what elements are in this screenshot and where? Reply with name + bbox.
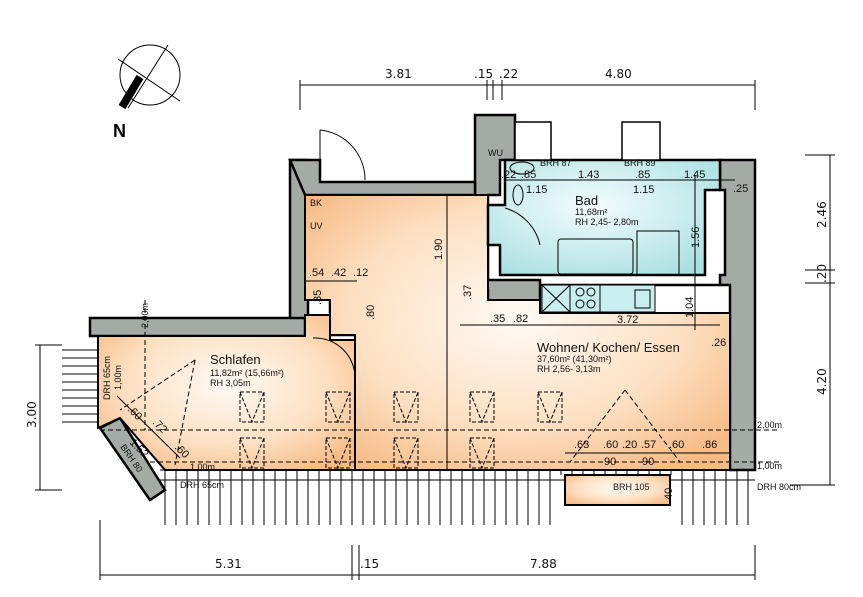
svg-text:.57: .57 bbox=[641, 439, 656, 451]
dimension-lines bbox=[35, 80, 835, 580]
svg-text:.86: .86 bbox=[702, 439, 717, 451]
svg-text:1.15: 1.15 bbox=[633, 184, 654, 196]
skylight-marker bbox=[537, 391, 563, 424]
svg-text:1.45: 1.45 bbox=[684, 169, 705, 181]
dim-top-2: .15 bbox=[474, 67, 493, 81]
svg-text:40: 40 bbox=[663, 488, 675, 500]
skylight-marker bbox=[469, 391, 495, 424]
room-height: RH 2,56- 3,13m bbox=[537, 364, 601, 374]
svg-text:1.43: 1.43 bbox=[578, 169, 599, 181]
room-area: 11,82m² (15,66m²) bbox=[210, 368, 284, 378]
label-1m-left: 1,00m bbox=[113, 365, 123, 390]
svg-text:90: 90 bbox=[604, 456, 616, 468]
room-area: 37,60m² (41,30m²) bbox=[537, 354, 612, 364]
svg-text:.85: .85 bbox=[521, 169, 536, 181]
svg-text:.26: .26 bbox=[711, 337, 726, 349]
room-wohnen: Wohnen/ Kochen/ Essen 37,60m² (41,30m²) … bbox=[537, 340, 680, 374]
floor-bedroom bbox=[97, 314, 356, 471]
bath-window bbox=[621, 121, 661, 161]
kitchen-dimensions: .35 .82 3.72 1.04 .26 bbox=[490, 297, 726, 349]
room-name: Schlafen bbox=[210, 352, 261, 367]
skylight-marker bbox=[239, 437, 265, 470]
room-area: 11,68m² bbox=[575, 207, 607, 217]
dim-right-1: 2.46 bbox=[815, 201, 829, 228]
skylight-marker bbox=[239, 391, 265, 424]
kitchen-counter bbox=[541, 284, 656, 313]
svg-text:.25: .25 bbox=[733, 183, 748, 195]
dim-bottom-3: 7.88 bbox=[530, 557, 557, 571]
svg-text:1.90: 1.90 bbox=[433, 239, 445, 260]
entrance-door[interactable] bbox=[319, 129, 366, 182]
svg-text:.35: .35 bbox=[490, 313, 505, 325]
bedroom-door[interactable] bbox=[312, 337, 356, 379]
label-drh65-bottom: DRH 65cm bbox=[180, 480, 224, 490]
dim-bottom-1: 5.31 bbox=[215, 557, 242, 571]
svg-text:.37: .37 bbox=[462, 285, 474, 300]
skylight-marker bbox=[393, 437, 419, 470]
label-uv: UV bbox=[310, 221, 323, 231]
svg-text:1.56: 1.56 bbox=[690, 227, 702, 248]
svg-text:.20: .20 bbox=[622, 439, 637, 451]
label-brh105: BRH 105 bbox=[613, 482, 650, 492]
bath-dimensions: .22 .85 1.43 .85 1.45 1.15 1.15 .25 1.56 bbox=[501, 169, 748, 248]
svg-text:.82: .82 bbox=[513, 313, 528, 325]
bathroom-fixtures bbox=[504, 161, 680, 276]
dim-right-3: 4.20 bbox=[815, 368, 829, 395]
svg-text:.12: .12 bbox=[353, 267, 368, 279]
skylight-marker bbox=[325, 437, 351, 470]
dormer-window bbox=[564, 474, 671, 506]
dim-top-4: 4.80 bbox=[605, 67, 632, 81]
label-wu: WU bbox=[488, 148, 503, 158]
stair-hatch bbox=[62, 349, 98, 423]
svg-text:1.04: 1.04 bbox=[684, 297, 696, 318]
skylights bbox=[239, 391, 563, 470]
hall-dimensions: 1.90 .54 .42 .12 .35 .80 .37 bbox=[309, 239, 474, 320]
dim-right-2: .20 bbox=[815, 264, 829, 283]
svg-text:.42: .42 bbox=[331, 267, 346, 279]
room-name: Wohnen/ Kochen/ Essen bbox=[537, 340, 680, 355]
bath-window bbox=[514, 121, 552, 161]
north-label: N bbox=[113, 121, 126, 141]
svg-text:.63: .63 bbox=[574, 439, 589, 451]
svg-text:.60: .60 bbox=[603, 439, 618, 451]
room-schlafen: Schlafen 11,82m² (15,66m²) RH 3,05m bbox=[210, 352, 284, 388]
dim-left-1: 3.00 bbox=[25, 401, 39, 428]
dim-bottom-2: .15 bbox=[360, 557, 379, 571]
svg-text:.54: .54 bbox=[309, 267, 324, 279]
label-drh80: DRH 80cm bbox=[757, 482, 801, 492]
svg-text:90: 90 bbox=[642, 456, 654, 468]
room-height: RH 3,05m bbox=[210, 378, 251, 388]
label-2m-right: 2,00m bbox=[757, 420, 782, 430]
skylight-marker bbox=[393, 391, 419, 424]
label-2m-top: 2,00m bbox=[140, 303, 150, 328]
svg-text:.22: .22 bbox=[501, 169, 516, 181]
svg-text:.85: .85 bbox=[635, 169, 650, 181]
label-1m-right: 1,00m bbox=[757, 461, 782, 471]
dim-top-3: .22 bbox=[499, 67, 518, 81]
svg-text:.80: .80 bbox=[365, 305, 377, 320]
label-bk: BK bbox=[310, 198, 322, 208]
svg-text:.60: .60 bbox=[669, 439, 684, 451]
label-drh65-left: DRH 65cm bbox=[102, 356, 112, 400]
room-name: Bad bbox=[575, 193, 598, 208]
north-compass-icon bbox=[117, 44, 181, 110]
room-bad: Bad 11,68m² RH 2,45- 2,80m bbox=[575, 193, 639, 227]
skylight-marker bbox=[469, 437, 495, 470]
svg-text:1.15: 1.15 bbox=[526, 184, 547, 196]
label-brh89: BRH 89 bbox=[624, 158, 656, 168]
skylight-marker bbox=[325, 391, 351, 424]
room-height: RH 2,45- 2,80m bbox=[575, 217, 639, 227]
dim-top-1: 3.81 bbox=[385, 67, 412, 81]
svg-text:.35: .35 bbox=[312, 290, 324, 305]
svg-text:3.72: 3.72 bbox=[617, 314, 638, 326]
living-window-dimensions: .63 .60 .20 .57 .60 .86 90 90 40 bbox=[574, 439, 717, 500]
roof-rafters bbox=[164, 470, 749, 525]
label-1m-bottom: 1,00m bbox=[190, 462, 215, 472]
label-brh87: BRH 87 bbox=[540, 158, 572, 168]
